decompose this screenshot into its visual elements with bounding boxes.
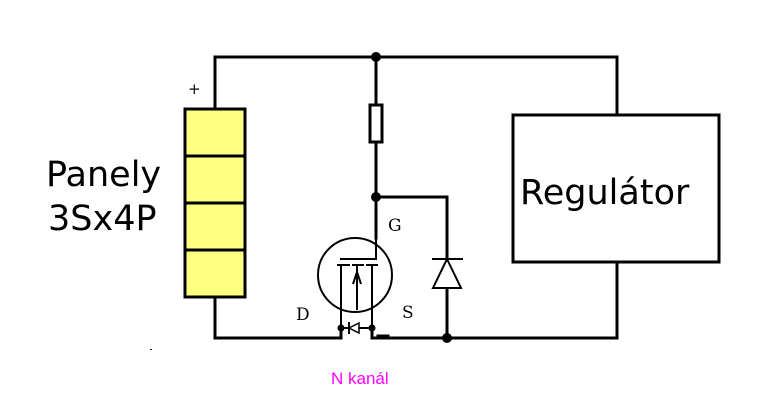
panel-label-line1: Panely	[46, 155, 161, 195]
regulator-box	[511, 113, 721, 264]
wire-bottom-right	[370, 260, 619, 340]
source-label: S	[402, 303, 414, 323]
resistor	[368, 103, 384, 144]
wire-gate-to-diode	[374, 195, 449, 339]
regulator-label: Regulátor	[520, 173, 690, 213]
wire-top	[213, 55, 619, 117]
stray-dot	[150, 349, 152, 350]
diode	[431, 256, 463, 289]
panel-label-line2: 3Sx4P	[48, 199, 157, 239]
solar-panel	[183, 107, 247, 299]
mosfet-type-note: N kanál	[331, 369, 389, 388]
mosfet	[317, 237, 393, 335]
wire-bottom-left	[213, 295, 343, 340]
gate-label: G	[388, 216, 402, 236]
junction-bottom	[442, 333, 452, 343]
polarity-plus: +	[188, 80, 201, 98]
drain-label: D	[296, 305, 310, 325]
